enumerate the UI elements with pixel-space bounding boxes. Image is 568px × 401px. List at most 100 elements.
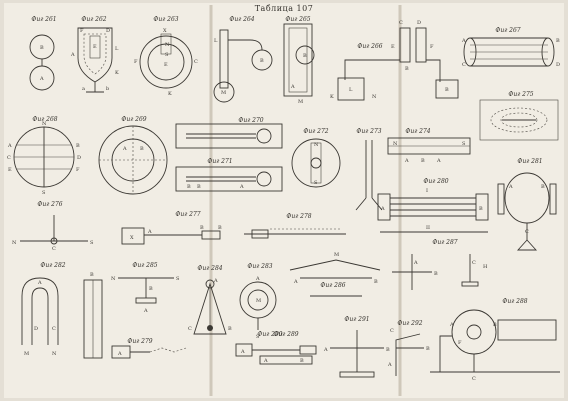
figure-267: Фиг 267 A B C D <box>461 27 560 68</box>
figure-283: Фиг 283 A M S <box>239 263 277 340</box>
figure-caption: Фиг 286 <box>320 282 345 289</box>
figure-279: Фиг 279 A <box>111 338 187 359</box>
figure-letter: II <box>426 225 430 231</box>
figure-letter: F <box>430 44 434 50</box>
figure-letter: A <box>387 362 392 368</box>
figure-letter: I <box>426 188 428 194</box>
figure-letter: A <box>380 206 385 212</box>
figure-letter: E <box>391 44 395 50</box>
figure-letter: B <box>386 347 390 353</box>
figure-caption: Фиг 269 <box>121 116 146 123</box>
figure-letter: M <box>24 351 29 357</box>
figure-letter: N <box>52 351 57 357</box>
figure-letter: S <box>256 334 260 340</box>
figure-letter: S <box>165 52 169 58</box>
figure-letter: B <box>300 358 304 364</box>
figure-caption: Фиг 279 <box>127 338 152 345</box>
figure-288: Фиг 288 A B F C <box>430 298 560 382</box>
figure-letter: B <box>493 322 497 328</box>
figure-letter: N <box>393 141 398 147</box>
figure-letter: C <box>7 155 11 161</box>
figure-letter: a <box>82 86 85 92</box>
figure-caption: Фиг 283 <box>247 263 272 270</box>
figure-letter: A <box>263 358 268 364</box>
figure-letter: D <box>556 62 560 68</box>
figure-letter: A <box>122 146 127 152</box>
figure-letter: B <box>149 286 153 292</box>
figure-letter: E <box>93 44 97 50</box>
figure-letter: D <box>34 326 38 332</box>
figure-290: Фиг 289 A <box>235 331 317 357</box>
figure-letter: B <box>260 58 264 64</box>
figure-letter: C <box>194 59 198 65</box>
figure-letter: C <box>188 326 192 332</box>
figure-280: Фиг 280 I II A B <box>377 178 489 233</box>
figure-caption: Фиг 264 <box>229 16 254 23</box>
figure-caption: Фиг 266 <box>357 43 382 50</box>
figure-caption: Фиг 267 <box>495 27 520 34</box>
figure-letter: B <box>140 146 144 152</box>
figure-letter: B <box>76 143 80 149</box>
figure-letter: N <box>111 276 116 282</box>
figure-letter: A <box>323 347 328 353</box>
figure-letter: A <box>404 158 409 164</box>
figure-caption: Фиг 275 <box>508 91 533 98</box>
figure-letter: C <box>472 260 476 266</box>
figure-caption: Фиг 282 <box>40 262 65 269</box>
figure-caption: Фиг 271 <box>207 158 232 165</box>
figure-caption: Фиг 284 <box>197 265 222 272</box>
figure-letter: L <box>115 46 119 52</box>
figure-letter: B <box>40 45 44 51</box>
figure-letter: M <box>221 90 226 96</box>
figure-caption: Фиг 290 <box>257 331 282 338</box>
figure-letter: C <box>462 62 466 68</box>
figure-letter: A <box>37 280 42 286</box>
figure-271: Фиг 271 B B A <box>175 158 283 192</box>
figure-letter: A <box>117 351 122 357</box>
figure-letter: b <box>106 86 109 92</box>
figure-letter: A <box>7 143 12 149</box>
figure-letter: F <box>134 59 138 65</box>
figure-letter: A <box>70 52 75 58</box>
figure-letter: N <box>12 240 17 246</box>
figure-caption: Фиг 272 <box>303 128 328 135</box>
figure-letter: K <box>330 94 334 100</box>
figure-caption: Фиг 289 <box>273 331 298 338</box>
figure-letter: C <box>472 376 476 382</box>
figure-276: Фиг 276 N C S <box>12 201 94 252</box>
figure-letter: A <box>39 76 44 82</box>
figure-letter: E <box>164 62 168 68</box>
figure-letter: N <box>314 142 319 148</box>
figure-letter: A <box>255 276 260 282</box>
figure-letter: F <box>76 167 80 173</box>
figure-letter: A <box>461 38 466 44</box>
figure-letter: B <box>197 184 201 190</box>
figure-letter: N <box>372 94 377 100</box>
figure-287: Фиг 287 A B C H <box>392 239 488 290</box>
figure-caption: Фиг 288 <box>502 298 527 305</box>
figure-291: Фиг 291 A B <box>323 316 390 378</box>
figure-caption: Фиг 280 <box>423 178 448 185</box>
figure-letter: B <box>541 184 545 190</box>
figure-292: Фиг 292 C B A <box>387 320 430 376</box>
figure-278: Фиг 278 <box>244 213 346 239</box>
figure-letter: A <box>413 260 418 266</box>
figure-caption: Фиг 265 <box>285 16 310 23</box>
figure-caption: Фиг 278 <box>286 213 311 220</box>
figure-letter: S <box>176 276 180 282</box>
figure-letter: X <box>130 235 134 241</box>
figure-letter: S <box>314 180 318 186</box>
figure-letter: B <box>90 272 94 278</box>
figure-letter: D <box>417 20 421 26</box>
figure-285: Фиг 285 N S B A <box>111 262 180 314</box>
figure-letter: S <box>42 190 46 196</box>
figure-letter: A <box>240 349 245 355</box>
figure-caption: Фиг 285 <box>132 262 157 269</box>
figure-281: Фиг 281 B A C <box>497 158 557 251</box>
figure-letter: L <box>349 87 353 93</box>
figure-letter: E <box>8 167 12 173</box>
figure-268: Фиг 268 N S A B C D E F <box>7 116 81 196</box>
figure-letter: K <box>115 70 119 76</box>
figure-262: Фиг 262 E A L K a b F D <box>70 16 119 93</box>
